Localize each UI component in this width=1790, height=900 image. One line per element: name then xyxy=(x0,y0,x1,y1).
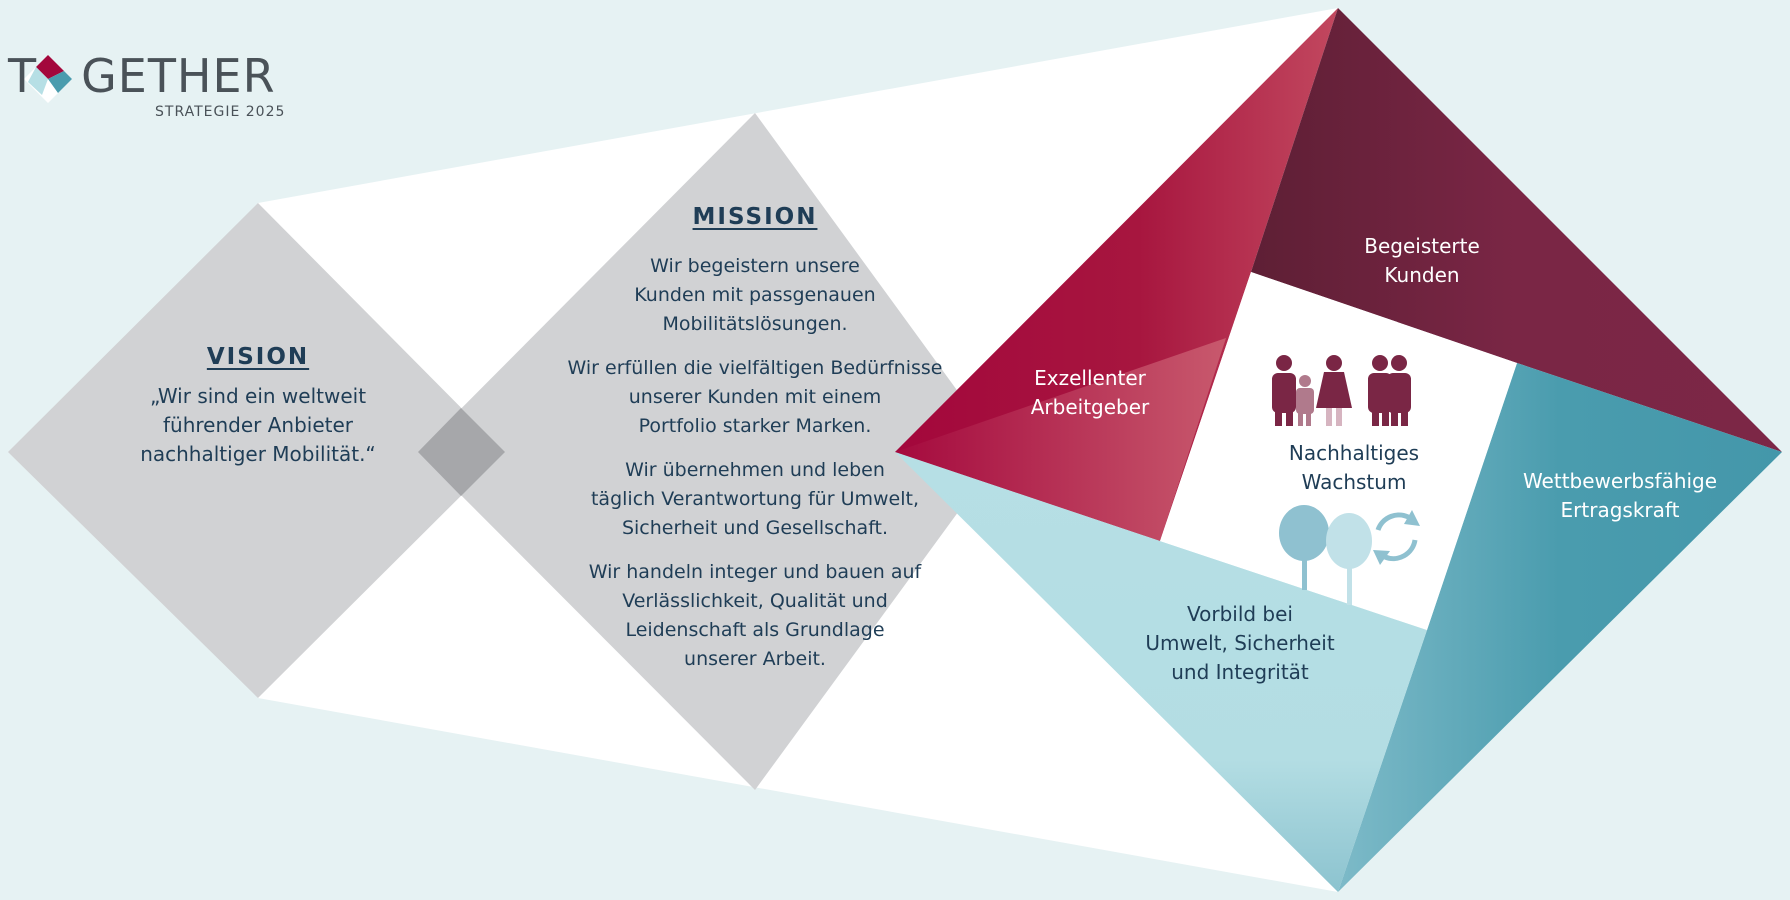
employer-line: Exzellenter xyxy=(1034,366,1146,390)
mission-text: Wir begeistern unsere Kunden mit passgen… xyxy=(560,252,950,674)
employer-segment xyxy=(895,8,1338,541)
mission-line: Sicherheit und Gesellschaft. xyxy=(621,517,889,539)
growth-line: Nachhaltiges xyxy=(1288,441,1420,465)
mission-line: Kunden mit passgenauen xyxy=(634,284,876,306)
goal-diamond xyxy=(895,8,1782,892)
mission-paragraph: Wir handeln integer und bauen auf Verläs… xyxy=(560,558,950,674)
logo-wordmark: T GETHER xyxy=(8,52,276,100)
vision-line: „Wir sind ein weltweit xyxy=(149,384,367,408)
logo-mark xyxy=(24,55,72,103)
vision-diamond xyxy=(8,203,505,698)
people-icon xyxy=(1272,355,1411,426)
profit-label: Wettbewerbsfähige Ertragskraft xyxy=(1500,467,1740,525)
mission-paragraph: Wir übernehmen und leben täglich Verantw… xyxy=(560,456,950,543)
overlap-diamond xyxy=(418,408,505,496)
recycle-icon xyxy=(1373,510,1420,565)
mission-block: MISSION Wir begeistern unsere Kunden mit… xyxy=(560,204,950,689)
role-model-line: und Integrität xyxy=(1171,660,1309,684)
mission-line: Wir begeistern unsere xyxy=(650,255,860,277)
mission-line: Wir handeln integer und bauen auf xyxy=(588,561,922,583)
mission-line: täglich Verantwortung für Umwelt, xyxy=(590,488,919,510)
vision-block: VISION „Wir sind ein weltweit führender … xyxy=(118,344,398,469)
mission-line: Leidenschaft als Grundlage xyxy=(625,619,885,641)
profit-segment xyxy=(1338,363,1782,892)
growth-line: Wachstum xyxy=(1301,470,1407,494)
role-model-line: Vorbild bei xyxy=(1186,602,1293,626)
mission-diamond xyxy=(418,113,1002,790)
growth-label: Nachhaltiges Wachstum xyxy=(1264,439,1444,497)
mission-line: Verlässlichkeit, Qualität und xyxy=(622,590,888,612)
customers-line: Begeisterte xyxy=(1364,234,1480,258)
profit-line: Wettbewerbsfähige xyxy=(1522,469,1718,493)
growth-center xyxy=(1160,272,1517,630)
mission-line: Mobilitätslösungen. xyxy=(662,313,848,335)
role-model-label: Vorbild bei Umwelt, Sicherheit und Integ… xyxy=(1115,600,1365,687)
vision-line: führender Anbieter xyxy=(162,413,354,437)
vision-line: nachhaltiger Mobilität.“ xyxy=(140,442,376,466)
logo-subtitle: STRATEGIE 2025 xyxy=(155,104,286,120)
role-model-segment xyxy=(895,452,1427,892)
employer-label: Exzellenter Arbeitgeber xyxy=(1000,364,1180,422)
vision-text: „Wir sind ein weltweit führender Anbiete… xyxy=(118,382,398,469)
mission-paragraph: Wir begeistern unsere Kunden mit passgen… xyxy=(560,252,950,339)
role-model-line: Umwelt, Sicherheit xyxy=(1145,631,1335,655)
customers-segment xyxy=(1251,8,1782,452)
logo-letter-t: T xyxy=(8,49,38,103)
mission-heading: MISSION xyxy=(692,204,818,230)
mission-line: Wir erfüllen die vielfältigen Bedürfniss… xyxy=(567,357,943,379)
logo-letters: GETHER xyxy=(81,49,276,103)
mission-line: unserer Kunden mit einem xyxy=(628,386,882,408)
employer-line: Arbeitgeber xyxy=(1030,395,1150,419)
tree-icon xyxy=(1279,505,1372,605)
profit-line: Ertragskraft xyxy=(1560,498,1680,522)
mission-line: unserer Arbeit. xyxy=(684,648,826,670)
customers-line: Kunden xyxy=(1384,263,1460,287)
vision-heading: VISION xyxy=(206,344,310,370)
mission-line: Portfolio starker Marken. xyxy=(638,415,872,437)
mission-line: Wir übernehmen und leben xyxy=(625,459,885,481)
customers-label: Begeisterte Kunden xyxy=(1322,232,1522,290)
together-logo: T GETHER STRATEGIE 2025 xyxy=(8,52,284,120)
mission-paragraph: Wir erfüllen die vielfältigen Bedürfniss… xyxy=(560,354,950,441)
employer-segment-shade xyxy=(895,338,1226,541)
